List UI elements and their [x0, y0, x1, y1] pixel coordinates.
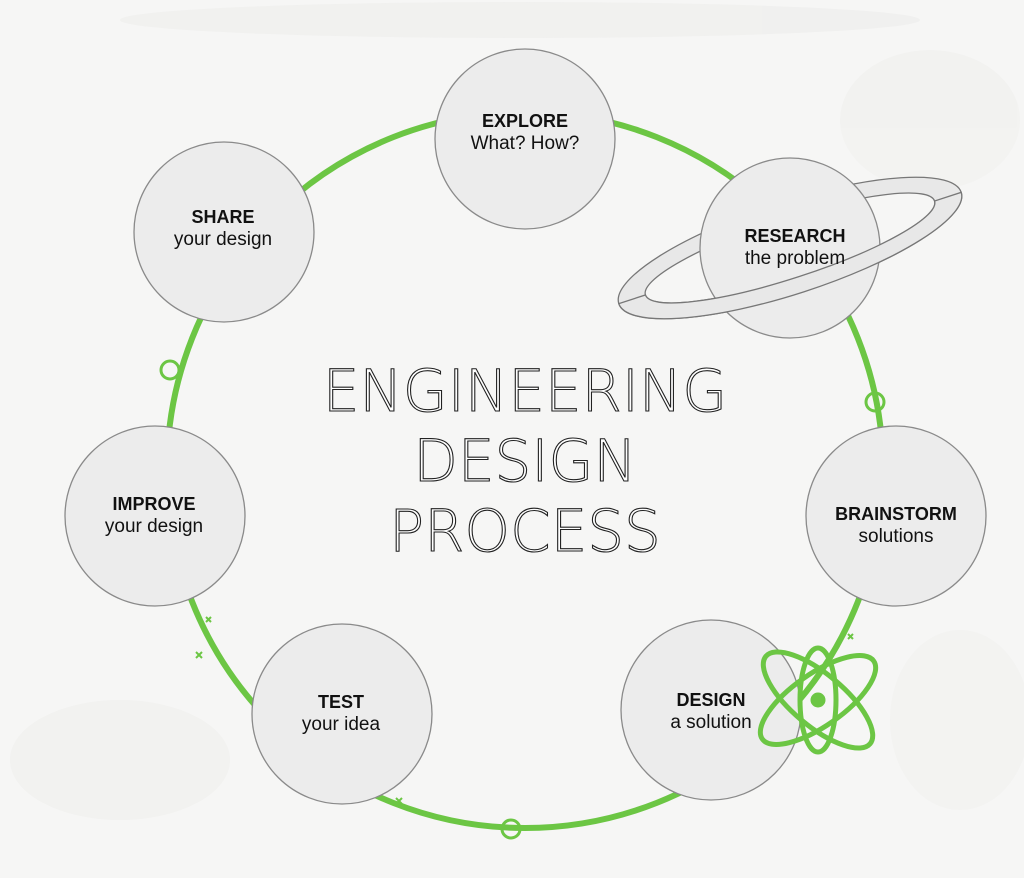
title-line-2: DESIGN	[413, 426, 638, 495]
step-label-design: DESIGN a solution	[626, 690, 796, 734]
step-head: RESEARCH	[744, 226, 846, 246]
title-line-3: PROCESS	[389, 496, 662, 565]
cycle-arrow-icon	[500, 818, 522, 840]
step-circle-brainstorm	[805, 425, 987, 607]
diagram-title: ENGINEERING DESIGN PROCESS	[300, 356, 750, 566]
step-sub: your design	[173, 228, 273, 250]
step-head: IMPROVE	[112, 494, 196, 514]
step-head: BRAINSTORM	[835, 504, 957, 524]
step-head: EXPLORE	[481, 111, 569, 131]
step-circle-explore	[434, 48, 616, 230]
cycle-arrow-icon	[159, 359, 181, 381]
step-circle-improve	[64, 425, 246, 607]
step-label-explore: EXPLORE What? How?	[440, 111, 610, 155]
step-label-brainstorm: BRAINSTORM solutions	[811, 504, 981, 548]
step-label-research: RESEARCH the problem	[710, 226, 880, 270]
step-label-share: SHARE your design	[138, 207, 308, 251]
step-label-test: TEST your idea	[256, 692, 426, 736]
step-sub: solutions	[858, 525, 934, 547]
cycle-arrow-icon	[864, 391, 886, 413]
step-head: SHARE	[191, 207, 255, 227]
step-sub: What? How?	[470, 132, 580, 154]
step-sub: the problem	[744, 247, 846, 269]
planet-ring-front-icon	[617, 191, 963, 320]
cycle-arrow-icons	[159, 359, 886, 840]
title-line-1: ENGINEERING	[322, 356, 728, 425]
step-sub: your idea	[301, 713, 381, 735]
step-circles	[64, 48, 987, 805]
step-head: DESIGN	[676, 690, 746, 710]
sparkle-icons	[195, 616, 854, 805]
atom-icon	[757, 645, 879, 755]
step-circle-share	[133, 141, 315, 323]
background-texture	[10, 2, 1024, 820]
step-head: TEST	[317, 692, 364, 712]
step-circle-test	[251, 623, 433, 805]
step-sub: your design	[104, 515, 204, 537]
step-label-improve: IMPROVE your design	[69, 494, 239, 538]
step-sub: a solution	[670, 711, 752, 733]
